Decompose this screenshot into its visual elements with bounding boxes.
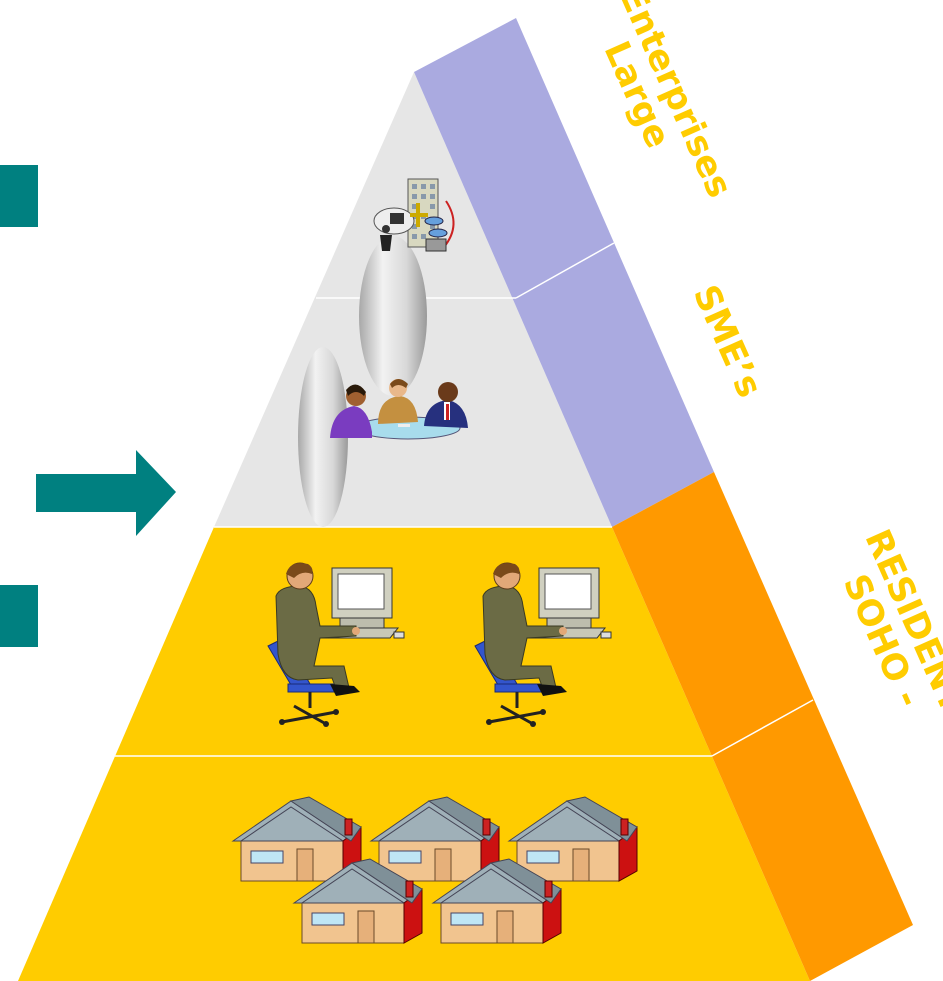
pyramid-upper-side	[414, 18, 714, 527]
divider-top-side	[515, 242, 615, 299]
business-meeting-icon	[330, 379, 468, 440]
oval-top	[359, 236, 427, 396]
divider-bottom-side	[711, 699, 814, 757]
label-soho-residential: SOHO - RESIDENTIAL	[822, 524, 943, 791]
arrow-right-icon	[36, 450, 176, 536]
pyramid-lower-side	[612, 472, 913, 981]
marker-square-bottom	[0, 585, 38, 647]
oval-middle	[298, 347, 348, 527]
label-large-enterprises: Large Enterprises	[578, 0, 739, 218]
label-smes: SME’s	[685, 279, 770, 403]
marker-square-top	[0, 165, 38, 227]
label-smes-text: SME’s	[685, 279, 770, 403]
enterprise-network-icon	[373, 178, 455, 252]
